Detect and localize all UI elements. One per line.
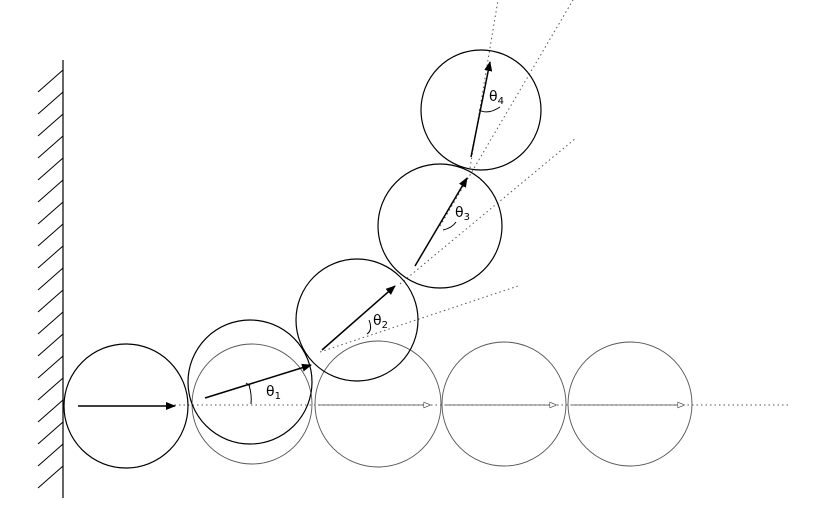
angle-label-theta4: θ4 — [489, 89, 504, 107]
ghost-circle-3 — [441, 341, 567, 467]
ball-1 — [187, 319, 313, 445]
velocity-arrows — [78, 61, 493, 410]
ghost-circles — [191, 340, 693, 468]
ghost-circle-4 — [567, 341, 693, 467]
velocity-arrow-3 — [414, 177, 468, 267]
angle-arcs — [245, 106, 501, 405]
wall — [37, 60, 64, 498]
angle-label-theta3: θ3 — [455, 205, 470, 223]
angle-label-theta1: θ1 — [266, 384, 281, 402]
angle-arc-4 — [478, 106, 501, 113]
reference-lines — [319, 0, 577, 353]
velocity-arrow-1 — [204, 363, 312, 399]
angle-arc-3 — [442, 221, 457, 231]
wall-hatching — [37, 69, 64, 489]
ball-2 — [295, 258, 419, 382]
reference-line-3 — [399, 137, 577, 285]
reference-line-2 — [319, 285, 519, 353]
ball-3 — [377, 163, 503, 289]
balls — [63, 49, 542, 469]
angle-label-theta2: θ2 — [373, 313, 388, 331]
velocity-arrow-4 — [470, 61, 493, 158]
angle-arc-2 — [366, 319, 372, 335]
reference-line-4 — [439, 0, 574, 227]
ball-0 — [63, 343, 189, 469]
angle-arc-1b — [248, 384, 252, 405]
ghost-circle-1 — [191, 343, 313, 465]
velocity-arrow-2 — [321, 285, 396, 351]
ball-4 — [420, 49, 542, 171]
angle-arc-1 — [245, 382, 251, 387]
ghost-circle-2 — [314, 340, 442, 468]
